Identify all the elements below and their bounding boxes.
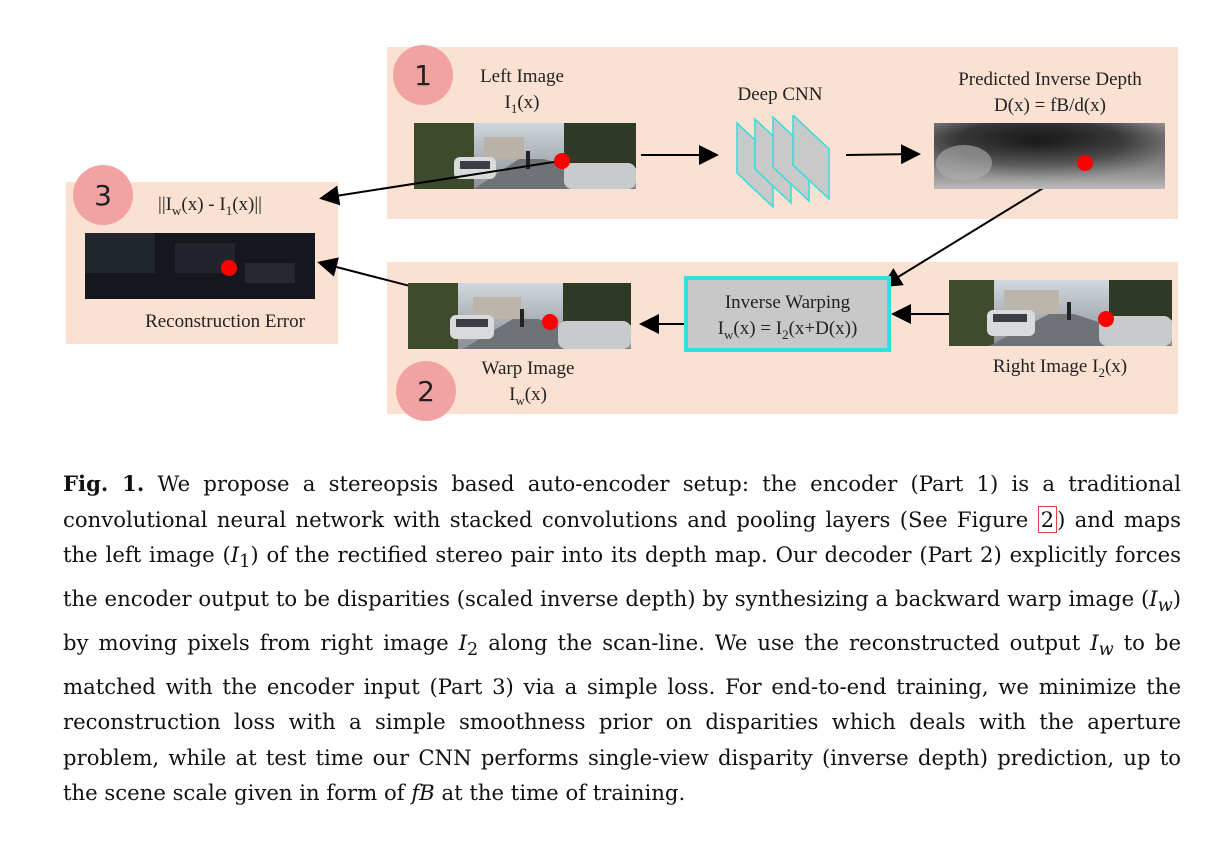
- left-street-photo: [414, 123, 636, 189]
- warp-image-title: Warp Image: [481, 358, 575, 379]
- inverse-warping-title: Inverse Warping: [724, 292, 851, 313]
- warp-red-dot: [542, 314, 558, 330]
- error-red-dot: [221, 260, 237, 276]
- right-image-title: Right Image I2(x): [992, 356, 1128, 380]
- figure-2-link[interactable]: 2: [1037, 505, 1058, 533]
- deep-cnn-icon: [736, 115, 830, 209]
- reconstruction-error-map: [85, 233, 315, 299]
- left-image-title: Left Image: [480, 66, 564, 87]
- predicted-depth-map: [934, 123, 1165, 189]
- warp-image-formula: Iw(x): [509, 384, 547, 408]
- part1-badge: 1: [393, 45, 453, 105]
- figure-label: Fig. 1.: [63, 471, 145, 496]
- error-label: Reconstruction Error: [145, 311, 305, 332]
- left-red-dot: [554, 153, 570, 169]
- figure-caption: Fig. 1. We propose a stereopsis based au…: [63, 471, 1182, 806]
- part3-badge: 3: [73, 165, 133, 225]
- depth-formula: D(x) = fB/d(x): [993, 95, 1107, 116]
- error-formula: ||Iw(x) - I1(x)||: [158, 194, 262, 218]
- right-red-dot: [1098, 311, 1114, 327]
- cnn-title: Deep CNN: [737, 84, 823, 105]
- right-street-photo: [949, 280, 1172, 346]
- warp-street-photo: [408, 283, 631, 349]
- inverse-warping-box: [684, 276, 891, 352]
- left-image-formula: I1(x): [504, 92, 540, 116]
- part2-badge: 2: [396, 361, 456, 421]
- depth-red-dot: [1077, 155, 1093, 171]
- inverse-warping-formula: Iw(x) = I2(x+D(x)): [717, 318, 858, 342]
- depth-title: Predicted Inverse Depth: [958, 69, 1142, 90]
